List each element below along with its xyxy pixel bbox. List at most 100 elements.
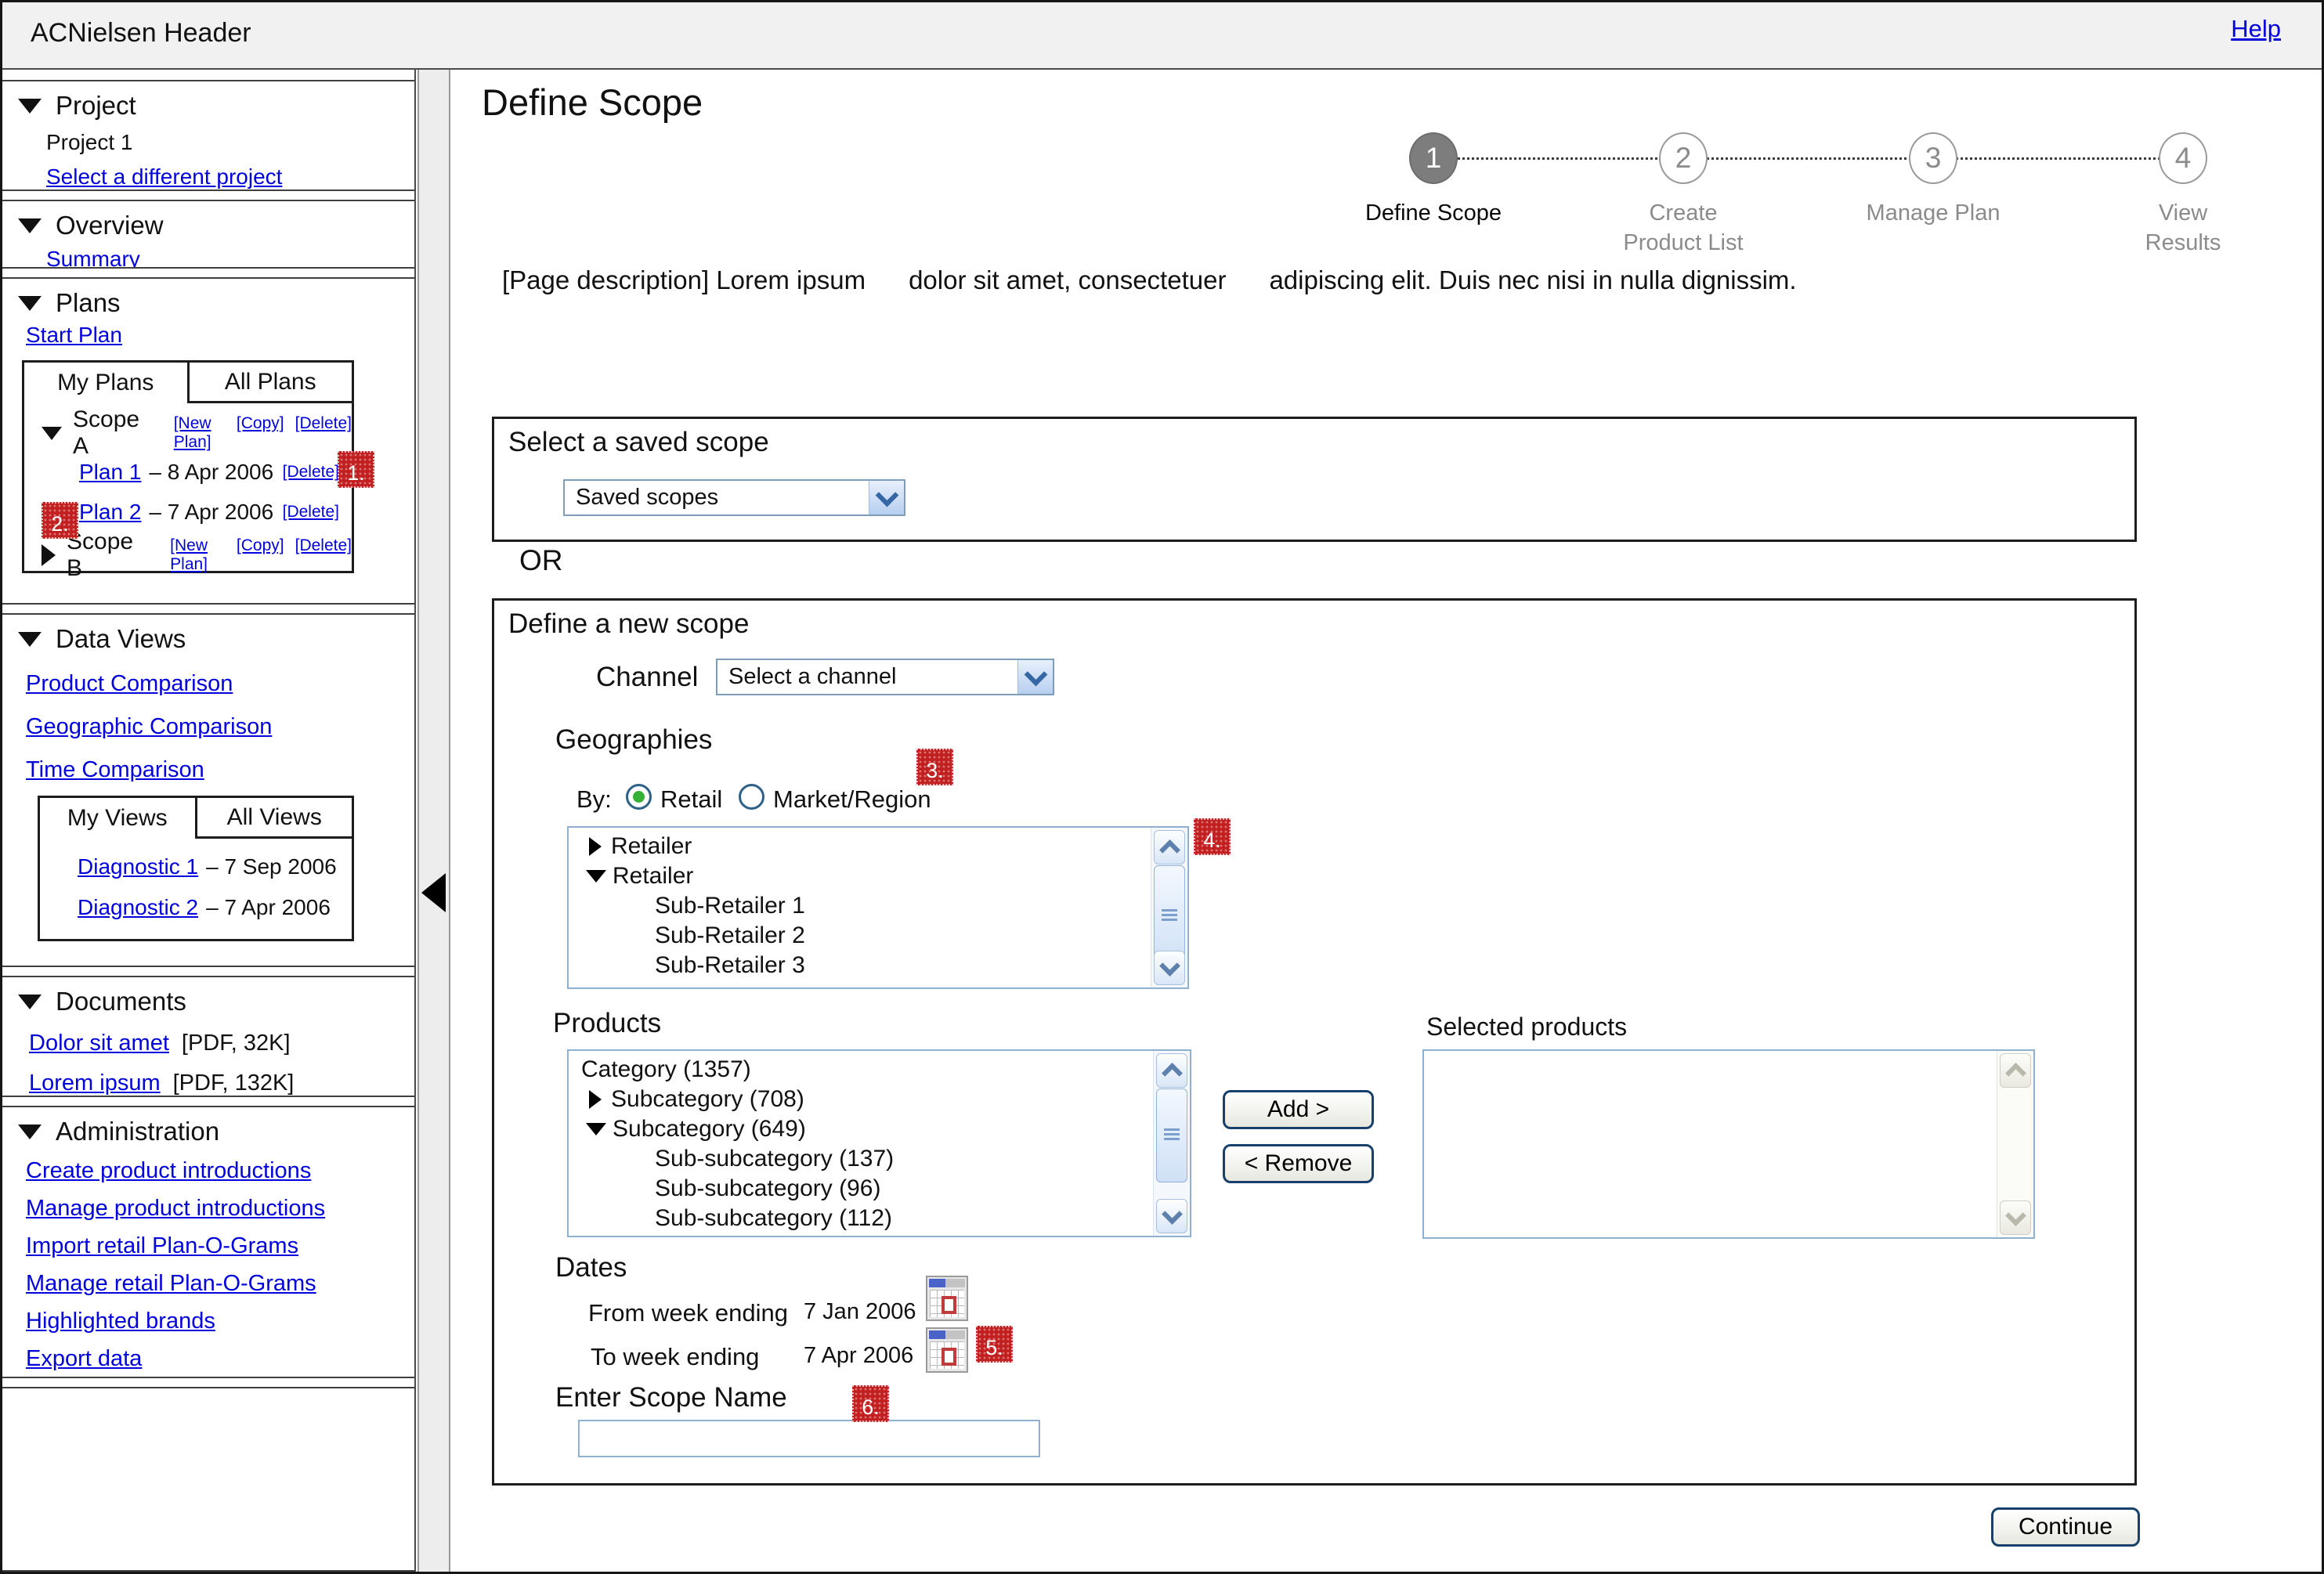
chevron-down-icon (18, 218, 42, 233)
remove-button[interactable]: < Remove (1223, 1144, 1374, 1183)
scope-b-copy-link[interactable]: [Copy] (236, 536, 284, 554)
product-tree-item[interactable]: Sub-subcategory (96) (655, 1175, 881, 1201)
sidebar-splitter[interactable] (417, 70, 450, 1572)
scroll-down-icon[interactable] (1154, 951, 1185, 985)
geo-tree-item[interactable]: Sub-Retailer 2 (655, 922, 805, 948)
scope-name-input[interactable] (578, 1420, 1040, 1457)
product-tree-item[interactable]: Sub-subcategory (112) (655, 1205, 892, 1231)
plan-2-link[interactable]: Plan 2 (79, 500, 142, 524)
chevron-down-icon[interactable] (869, 481, 904, 514)
administration-section-header[interactable]: Administration (2, 1117, 414, 1146)
project-section-header[interactable]: Project (2, 91, 414, 121)
geo-tree-item[interactable]: Retailer (569, 832, 1150, 861)
create-product-introductions-link[interactable]: Create product introductions (26, 1158, 312, 1183)
geo-tree-item[interactable]: Retailer (569, 861, 1150, 891)
geographies-listbox[interactable]: Retailer Retailer Sub-Retailer 1 Sub-Ret… (567, 826, 1189, 989)
diagnostic-2-row: Diagnostic 2 – 7 Apr 2006 (40, 895, 352, 920)
scope-b-label[interactable]: Scope B (67, 529, 134, 581)
new-scope-heading: Define a new scope (508, 608, 750, 639)
market-region-radio-label[interactable]: Market/Region (773, 785, 931, 813)
channel-label: Channel (596, 662, 699, 692)
scrollbar[interactable] (1153, 1051, 1190, 1236)
start-plan-link[interactable]: Start Plan (26, 323, 122, 347)
channel-dropdown[interactable]: Select a channel (716, 659, 1054, 695)
product-tree-item[interactable]: Category (1357) (581, 1056, 751, 1082)
enter-scope-name-heading: Enter Scope Name (555, 1382, 787, 1413)
scope-b-new-plan-link[interactable]: [New Plan] (170, 536, 208, 573)
export-data-link[interactable]: Export data (26, 1346, 143, 1371)
import-retail-plan-o-grams-link[interactable]: Import retail Plan-O-Grams (26, 1233, 299, 1258)
geo-tree-item[interactable]: Sub-Retailer 3 (655, 952, 805, 978)
product-comparison-link[interactable]: Product Comparison (26, 671, 233, 696)
diagnostic-2-link[interactable]: Diagnostic 2 (78, 895, 199, 919)
continue-button[interactable]: Continue (1991, 1507, 2140, 1547)
time-comparison-link[interactable]: Time Comparison (26, 757, 204, 782)
scope-b-delete-link[interactable]: [Delete] (295, 536, 352, 554)
document-link[interactable]: Lorem ipsum (29, 1070, 161, 1096)
overview-section-header[interactable]: Overview (2, 211, 414, 240)
app-title: ACNielsen Header (31, 18, 251, 48)
collapse-sidebar-icon[interactable] (421, 873, 446, 912)
tree-collapsed-icon[interactable] (589, 837, 602, 856)
wizard-step-4-label: View Results (2145, 200, 2221, 255)
annotation-marker-6: 6. (852, 1385, 889, 1422)
scroll-down-icon (2000, 1200, 2031, 1235)
plan-1-link[interactable]: Plan 1 (79, 460, 142, 484)
highlighted-brands-link[interactable]: Highlighted brands (26, 1309, 215, 1334)
manage-product-introductions-link[interactable]: Manage product introductions (26, 1196, 326, 1221)
annotation-marker-2: 2. (42, 502, 78, 539)
products-heading: Products (553, 1008, 662, 1038)
calendar-icon[interactable] (926, 1327, 968, 1373)
geographies-heading: Geographies (555, 724, 713, 755)
scrollbar[interactable] (1151, 828, 1187, 987)
tree-collapsed-icon[interactable] (589, 1090, 602, 1109)
tab-all-plans[interactable]: All Plans (186, 363, 352, 403)
scope-a-copy-link[interactable]: [Copy] (236, 414, 284, 432)
manage-retail-plan-o-grams-link[interactable]: Manage retail Plan-O-Grams (26, 1271, 316, 1296)
tree-expanded-icon[interactable] (586, 1123, 606, 1135)
calendar-icon[interactable] (926, 1276, 968, 1321)
plan-1-delete-link[interactable]: [Delete] (282, 463, 339, 481)
scope-a-new-plan-link[interactable]: [New Plan] (173, 414, 211, 451)
document-link[interactable]: Dolor sit amet (29, 1031, 169, 1056)
wizard-connector (1435, 157, 2183, 160)
tab-my-plans[interactable]: My Plans (57, 370, 154, 395)
summary-link[interactable]: Summary (46, 247, 140, 269)
product-tree-item[interactable]: Subcategory (649) (569, 1114, 1152, 1144)
products-listbox[interactable]: Category (1357) Subcategory (708) Subcat… (567, 1049, 1191, 1237)
saved-scopes-dropdown[interactable]: Saved scopes (563, 479, 905, 516)
product-tree-item[interactable]: Subcategory (708) (569, 1085, 1152, 1114)
tree-expanded-icon[interactable] (42, 426, 62, 440)
scroll-down-icon[interactable] (1156, 1199, 1187, 1233)
plan-2-delete-link[interactable]: [Delete] (282, 503, 339, 521)
scope-a-label[interactable]: Scope A (73, 406, 140, 459)
top-header-bar: ACNielsen Header Help (2, 2, 2322, 70)
tab-my-views[interactable]: My Views (67, 805, 168, 831)
add-button[interactable]: Add > (1223, 1090, 1374, 1129)
help-link[interactable]: Help (2231, 15, 2281, 42)
geo-tree-item[interactable]: Sub-Retailer 1 (655, 893, 805, 919)
market-region-radio[interactable] (739, 784, 764, 810)
geographic-comparison-link[interactable]: Geographic Comparison (26, 714, 273, 739)
product-tree-item[interactable]: Sub-subcategory (137) (655, 1146, 895, 1171)
scroll-up-icon[interactable] (1156, 1053, 1187, 1088)
tree-collapsed-icon[interactable] (42, 544, 56, 566)
tree-expanded-icon[interactable] (586, 870, 606, 883)
scope-a-delete-link[interactable]: [Delete] (295, 414, 352, 432)
retail-radio-label[interactable]: Retail (660, 785, 723, 813)
documents-section-header[interactable]: Documents (2, 987, 414, 1016)
wizard-step-2-circle: 2 (1659, 132, 1708, 184)
scroll-up-icon[interactable] (1154, 830, 1185, 865)
scrollbar-thumb[interactable] (1156, 1088, 1187, 1182)
select-different-project-link[interactable]: Select a different project (46, 164, 283, 189)
dates-heading: Dates (555, 1252, 627, 1283)
chevron-down-icon[interactable] (1017, 660, 1053, 694)
scrollbar-thumb[interactable] (1154, 865, 1185, 967)
retail-radio[interactable] (626, 784, 652, 810)
tab-all-views[interactable]: All Views (194, 798, 352, 839)
diagnostic-1-link[interactable]: Diagnostic 1 (78, 854, 199, 879)
data-views-section-header[interactable]: Data Views (2, 624, 414, 654)
selected-products-listbox[interactable] (1422, 1049, 2035, 1239)
plans-section-header[interactable]: Plans (2, 288, 414, 318)
document-row: Lorem ipsum [PDF, 132K] (2, 1070, 414, 1096)
